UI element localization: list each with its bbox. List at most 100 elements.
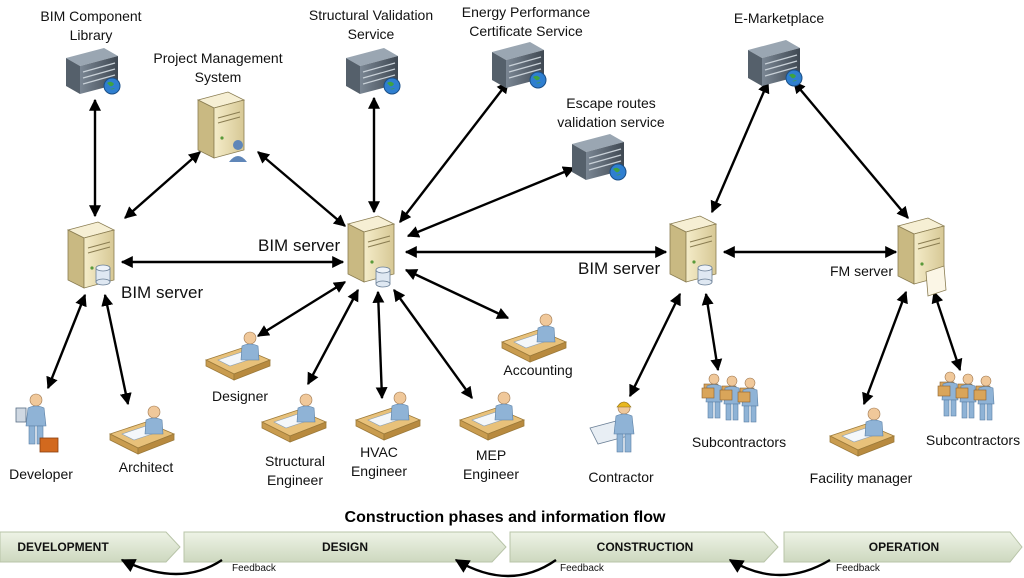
- phase-operation-label: OPERATION: [869, 540, 939, 554]
- designer-label: Designer: [212, 388, 268, 404]
- arrow-pms-leftbim: [124, 151, 201, 219]
- arrow-leftbim-architect: [101, 293, 132, 406]
- feedback-arrow-design-development: [120, 558, 223, 576]
- label-line: MEP: [476, 447, 506, 463]
- phase-design-label: DESIGN: [322, 540, 368, 554]
- arrow-emarket-rightbim: [710, 80, 770, 214]
- facility-manager-node: Facility manager: [810, 407, 913, 486]
- person-at-desk-icon: [205, 331, 271, 381]
- arrow-centerbim-mep: [393, 289, 473, 399]
- person-at-desk-icon: [501, 313, 567, 363]
- rack-server-icon: [65, 47, 121, 95]
- subcontractors-2-node: Subcontractors: [926, 371, 1020, 448]
- label-line: Engineer: [463, 466, 519, 482]
- phases-title: Construction phases and information flow: [345, 509, 666, 526]
- hvac-engineer-node: HVAC Engineer: [351, 391, 421, 479]
- rack-server-icon: [345, 47, 401, 95]
- worker-icon: [937, 371, 959, 417]
- arrow-centerbim-designer: [256, 280, 347, 338]
- emarketplace-label: E-Marketplace: [734, 10, 824, 26]
- label-line: Engineer: [267, 472, 323, 488]
- label-line: Structural Validation: [309, 7, 433, 23]
- label-line: Energy Performance: [462, 4, 591, 20]
- feedback-label-1: Feedback: [232, 563, 277, 574]
- label-line: Library: [70, 27, 113, 43]
- bim-server-right-node: BIM server: [578, 215, 717, 286]
- rack-server-icon: [571, 133, 627, 181]
- feedback-arrow-operation-construction: [728, 558, 831, 577]
- contractor-label: Contractor: [588, 469, 654, 485]
- person-at-desk-icon: [261, 393, 327, 443]
- fm-server-label: FM server: [830, 263, 893, 279]
- person-at-desk-icon: [459, 391, 525, 441]
- hvac-engineer-label: HVAC Engineer: [351, 444, 407, 479]
- subcontractors-1-label: Subcontractors: [692, 434, 786, 450]
- database-icon: [697, 264, 713, 286]
- contractor-node: Contractor: [588, 401, 654, 485]
- arrow-leftbim-developer: [46, 293, 87, 390]
- label-line: Engineer: [351, 463, 407, 479]
- phase-development-label: DEVELOPMENT: [17, 540, 109, 554]
- arrow-pms-centerbim: [257, 151, 346, 227]
- bim-server-left-label: BIM server: [121, 283, 204, 302]
- rack-server-icon: [747, 39, 803, 87]
- mep-engineer-label: MEP Engineer: [463, 447, 519, 482]
- phase-construction: CONSTRUCTION: [509, 531, 779, 563]
- phase-construction-label: CONSTRUCTION: [597, 540, 694, 554]
- subcontractors-2-label: Subcontractors: [926, 432, 1020, 448]
- accounting-label: Accounting: [503, 362, 572, 378]
- feedback-loops: [120, 558, 831, 578]
- phase-arrows: DEVELOPMENT DESIGN CONSTRUCTION OPERATIO…: [0, 531, 1023, 563]
- rack-server-icon: [491, 41, 547, 89]
- bim-server-right-label: BIM server: [578, 259, 661, 278]
- phase-development: DEVELOPMENT: [0, 531, 181, 563]
- label-line: System: [195, 69, 242, 85]
- bim-server-center-node: BIM server: [258, 215, 395, 288]
- label-line: BIM Component: [40, 8, 141, 24]
- arrow-rightbim-subcontractors: [701, 292, 723, 372]
- architect-node: Architect: [109, 405, 175, 475]
- designer-node: Designer: [205, 331, 271, 404]
- label-line: Structural: [265, 453, 325, 469]
- label-line: HVAC: [360, 444, 398, 460]
- label-line: E-Marketplace: [734, 10, 824, 26]
- database-icon: [95, 264, 111, 286]
- bim-server-center-label: BIM server: [258, 236, 341, 255]
- tablet-icon: [15, 407, 27, 423]
- person-at-desk-icon: [355, 391, 421, 441]
- person-at-desk-icon: [829, 407, 895, 457]
- developer-label: Developer: [9, 466, 73, 482]
- label-line: Escape routes: [566, 95, 656, 111]
- arrow-centerbim-structeng: [306, 288, 360, 386]
- arrow-emarket-fm: [793, 81, 909, 219]
- phase-operation: OPERATION: [783, 531, 1023, 563]
- database-icon: [375, 266, 391, 288]
- worker-icon: [719, 375, 741, 421]
- subcontractors-1-node: Subcontractors: [692, 373, 786, 450]
- feedback-arrow-construction-design: [454, 558, 557, 578]
- label-line: Certificate Service: [469, 23, 583, 39]
- user-icon: [229, 140, 247, 162]
- fm-server-node: FM server: [830, 217, 947, 297]
- phase-design: DESIGN: [183, 531, 507, 563]
- arrow-fm-subcontractors: [931, 290, 963, 372]
- arrow-rightbim-contractor: [628, 292, 682, 398]
- arrow-fm-facilitymanager: [862, 290, 908, 406]
- worker-icon: [701, 373, 723, 419]
- person-at-desk-icon: [109, 405, 175, 455]
- emarketplace-node: E-Marketplace: [734, 10, 824, 87]
- worker-icon: [737, 377, 759, 423]
